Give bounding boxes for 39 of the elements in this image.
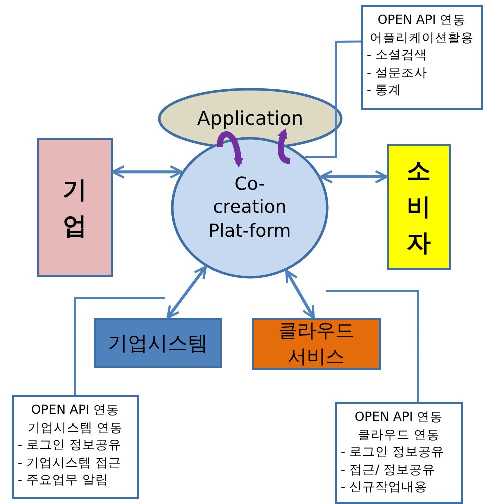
callout-heading: 어플리케이션활용 [369, 28, 475, 46]
cloud-service-box [252, 318, 381, 370]
double-arrow [166, 266, 208, 320]
consumer-box [387, 144, 451, 270]
enterprise-system-box [94, 318, 222, 368]
bullet-item: - 통계 [367, 81, 402, 98]
curved-arrow [216, 132, 244, 168]
node-label: 소비자 [407, 156, 431, 259]
node-label: Co-creation Plat-form [208, 172, 292, 244]
leader-line [326, 290, 420, 402]
callout-heading: 기업시스템 연동 [27, 418, 124, 436]
callout-box [335, 402, 463, 504]
bullet-item: - 기업시스템 접근 [18, 454, 122, 471]
callout-box [12, 395, 139, 499]
leader-line [74, 297, 165, 395]
curved-arrow [278, 128, 290, 164]
double-arrow [320, 170, 388, 184]
bullet-item: - 접근/ 정보공유 [341, 460, 437, 478]
node-label: 클라우드 서비스 [278, 319, 356, 370]
bullet-item: - 신규작업내용 [341, 478, 428, 496]
platform-circle [171, 137, 329, 279]
bullet-item: - 설문조사 [367, 64, 428, 81]
callout-heading: OPEN API 연동 [376, 11, 468, 28]
double-arrow [285, 270, 316, 320]
node-label: Application [197, 108, 304, 130]
bullet-item: - 로그인 정보공유 [341, 443, 446, 460]
node-label: 기업시스템 [108, 330, 208, 356]
bullet-item: - 로그인 정보공유 [18, 436, 122, 454]
bullet-item: - 주요업무 알림 [18, 471, 110, 488]
callout-heading: 클라우드 연동 [357, 426, 441, 443]
callout-box [361, 5, 483, 110]
leader-line [304, 40, 361, 158]
company-box [37, 138, 113, 277]
callout-heading: OPEN API 연동 [30, 401, 121, 418]
bullet-item: - 소셜검색 [367, 46, 428, 64]
callout-heading: OPEN API 연동 [354, 408, 444, 426]
double-arrow [112, 165, 184, 179]
node-label: 기업 [63, 174, 87, 242]
application-ellipse [158, 88, 343, 150]
